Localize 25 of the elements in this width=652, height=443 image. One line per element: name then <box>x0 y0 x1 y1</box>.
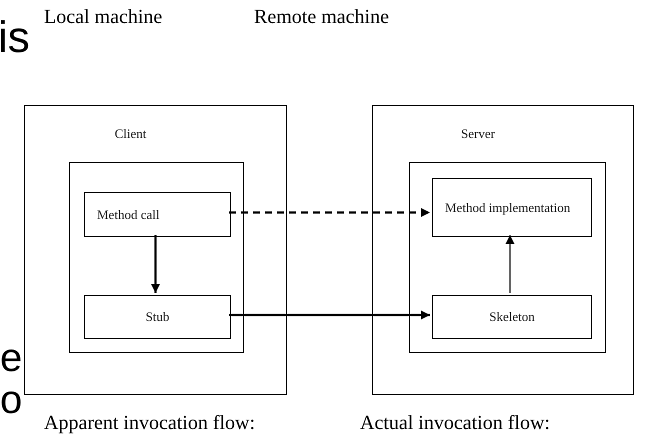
cropped-text: o <box>0 378 22 422</box>
machine-panel <box>24 105 287 395</box>
machine-panel <box>372 105 634 395</box>
arrow <box>229 310 430 320</box>
component-box <box>432 295 592 339</box>
caption-text: Local machine <box>44 6 162 28</box>
caption-text: Actual invocation flow: <box>360 412 550 434</box>
component-box <box>432 178 592 237</box>
component-label: Skeleton <box>488 309 536 325</box>
caption-text: Apparent invocation flow: <box>44 412 256 434</box>
panel-title: Server <box>460 126 496 142</box>
arrow <box>229 208 430 217</box>
component-label: Stub <box>144 309 170 325</box>
component-box <box>84 295 231 339</box>
arrow <box>151 235 160 293</box>
cropped-text: e <box>0 336 22 380</box>
arrow <box>506 235 514 293</box>
cropped-text: is <box>0 14 30 62</box>
component-label: Method call <box>97 206 160 222</box>
caption-text: Remote machine <box>254 6 389 28</box>
container-box <box>409 162 606 353</box>
component-label: Method implementation <box>445 200 572 216</box>
container-box <box>69 162 244 353</box>
component-box <box>84 192 231 237</box>
panel-title: Client <box>114 126 148 142</box>
